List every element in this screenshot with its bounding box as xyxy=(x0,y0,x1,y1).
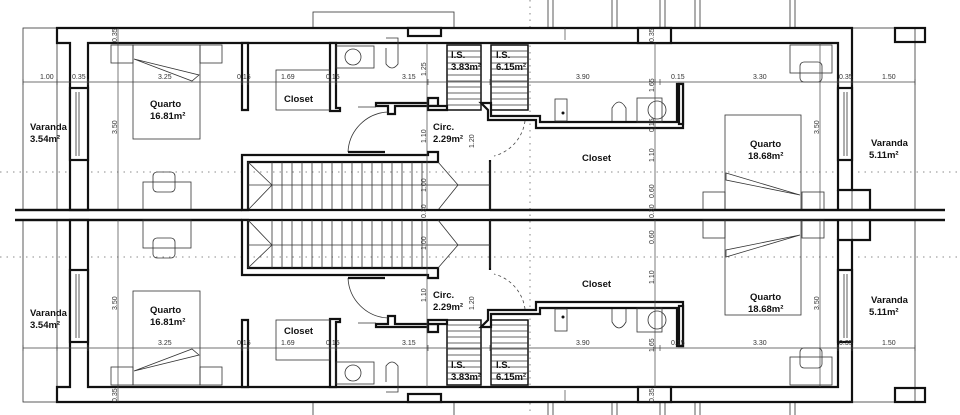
dimension-label: 0.30 xyxy=(649,204,656,218)
dimension-label: 0.35 xyxy=(112,28,119,42)
room-area: 16.81m² xyxy=(150,111,185,122)
dimension-label: 1.25 xyxy=(421,62,428,76)
room-name: Quarto xyxy=(750,139,781,150)
dimension-label: 1.69 xyxy=(281,340,295,347)
dimension-label: 0.35 xyxy=(112,388,119,402)
room-area: 18.68m² xyxy=(748,151,783,162)
dimension-label: 3.50 xyxy=(112,120,119,134)
dimension-label: 1.00 xyxy=(40,74,54,81)
dimension-label: 0.15 xyxy=(326,340,340,347)
room-area: 16.81m² xyxy=(150,317,185,328)
labels-top: Varanda 3.54m² Quarto 16.81m² Closet I.S… xyxy=(30,28,909,218)
dimension-label: 3.30 xyxy=(753,340,767,347)
room-area: 6.15m² xyxy=(496,62,526,73)
dimension-label: 0.15 xyxy=(671,74,685,81)
room-name: Varanda xyxy=(30,122,68,133)
dimension-label: 3.50 xyxy=(112,296,119,310)
room-name: Circ. xyxy=(433,122,454,133)
room-name: I.S. xyxy=(451,360,465,371)
room-area: 6.15m² xyxy=(496,372,526,383)
dimension-label: 1.20 xyxy=(469,296,476,310)
dimension-label: 3.90 xyxy=(576,74,590,81)
room-name: Varanda xyxy=(871,295,909,306)
dimension-label: 0.35 xyxy=(649,28,656,42)
dimension-label: 3.90 xyxy=(576,340,590,347)
dimension-label: 1.10 xyxy=(421,288,428,302)
room-area: 2.29m² xyxy=(433,302,463,313)
dimension-label: 1.10 xyxy=(421,129,428,143)
room-name: Quarto xyxy=(150,99,181,110)
dimension-label: 1.50 xyxy=(882,74,896,81)
dimension-label: 0.35 xyxy=(839,74,853,81)
dimension-label: 1.00 xyxy=(421,236,428,250)
room-area: 3.83m² xyxy=(451,372,481,383)
room-name: Quarto xyxy=(150,305,181,316)
room-name: Varanda xyxy=(30,308,68,319)
room-name: Closet xyxy=(582,153,612,164)
unit-top xyxy=(13,0,947,222)
dimension-label: 0.35 xyxy=(839,340,853,347)
room-area: 3.83m² xyxy=(451,62,481,73)
dimension-label: 3.15 xyxy=(402,74,416,81)
dimension-label: 1.69 xyxy=(281,74,295,81)
room-name: Varanda xyxy=(871,138,909,149)
room-name: Closet xyxy=(284,94,314,105)
dimension-label: 0.60 xyxy=(649,230,656,244)
dimension-label: 0.15 xyxy=(649,118,656,132)
room-name: I.S. xyxy=(496,360,510,371)
dimension-label: 0.35 xyxy=(649,388,656,402)
labels-bottom: Varanda 3.54m² Quarto 16.81m² Closet I.S… xyxy=(30,230,909,402)
dimension-label: 3.15 xyxy=(402,340,416,347)
room-name: I.S. xyxy=(451,50,465,61)
room-area: 3.54m² xyxy=(30,134,60,145)
room-area: 5.11m² xyxy=(869,150,899,161)
dimension-label: 0.60 xyxy=(649,184,656,198)
dimension-label: 3.50 xyxy=(814,296,821,310)
room-name: I.S. xyxy=(496,50,510,61)
room-name: Closet xyxy=(582,279,612,290)
dimension-label: 3.25 xyxy=(158,340,172,347)
room-name: Circ. xyxy=(433,290,454,301)
dimension-label: 0.15 xyxy=(237,74,251,81)
room-name: Quarto xyxy=(750,292,781,303)
dimension-label: 3.25 xyxy=(158,74,172,81)
room-area: 5.11m² xyxy=(869,307,899,318)
dimension-label: 1.10 xyxy=(649,148,656,162)
room-area: 18.68m² xyxy=(748,304,783,315)
dimension-label: 1.10 xyxy=(649,270,656,284)
dimension-label: 0.15 xyxy=(671,340,685,347)
dimension-label: 3.30 xyxy=(753,74,767,81)
dimension-label: 1.00 xyxy=(421,178,428,192)
dimension-label: 3.50 xyxy=(814,120,821,134)
dimension-label: 0.35 xyxy=(72,74,86,81)
dimension-label: 0.30 xyxy=(421,204,428,218)
room-area: 2.29m² xyxy=(433,134,463,145)
dimension-label: 0.15 xyxy=(237,340,251,347)
dimension-label: 1.20 xyxy=(469,134,476,148)
room-name: Closet xyxy=(284,326,314,337)
dimension-label: 1.65 xyxy=(649,338,656,352)
room-area: 3.54m² xyxy=(30,320,60,331)
dimension-label: 0.15 xyxy=(326,74,340,81)
dimension-label: 1.50 xyxy=(882,340,896,347)
dimension-label: 1.65 xyxy=(649,78,656,92)
